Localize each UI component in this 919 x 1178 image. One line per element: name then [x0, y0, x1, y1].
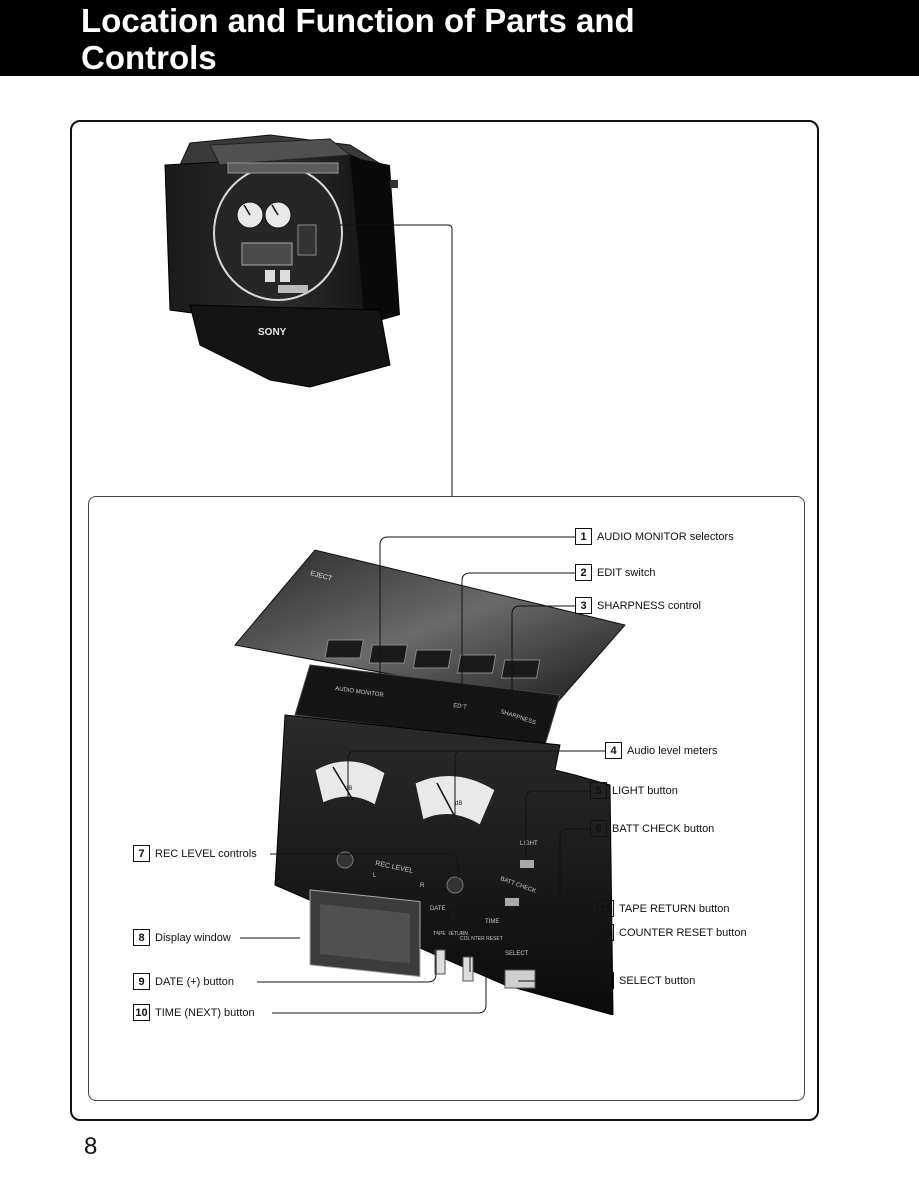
callout-number: 9: [133, 973, 150, 990]
callout-audio-monitor-selectors: 1 AUDIO MONITOR selectors: [575, 528, 734, 545]
callout-label: SHARPNESS control: [597, 600, 701, 612]
callout-label: SELECT button: [619, 975, 695, 987]
callout-number: 11: [597, 900, 614, 917]
callout-counter-reset-button: 12 COUNTER RESET button: [597, 924, 747, 941]
callout-date-button: 9 DATE (+) button: [133, 973, 234, 990]
callout-tape-return-button: 11 TAPE RETURN button: [597, 900, 729, 917]
callout-label: EDIT switch: [597, 567, 655, 579]
callout-number: 2: [575, 564, 592, 581]
callout-number: 3: [575, 597, 592, 614]
callout-edit-switch: 2 EDIT switch: [575, 564, 655, 581]
callout-number: 12: [597, 924, 614, 941]
callout-number: 8: [133, 929, 150, 946]
callout-label: BATT CHECK button: [612, 823, 714, 835]
callout-label: Audio level meters: [627, 745, 718, 757]
callout-label: Display window: [155, 932, 231, 944]
callout-number: 10: [133, 1004, 150, 1021]
callout-label: TIME (NEXT) button: [155, 1007, 255, 1019]
callout-sharpness-control: 3 SHARPNESS control: [575, 597, 701, 614]
callout-audio-level-meters: 4 Audio level meters: [605, 742, 718, 759]
callout-rec-level-controls: 7 REC LEVEL controls: [133, 845, 257, 862]
callout-display-window: 8 Display window: [133, 929, 231, 946]
callout-number: 5: [590, 782, 607, 799]
callout-select-button: 13 SELECT button: [597, 972, 695, 989]
callout-label: AUDIO MONITOR selectors: [597, 531, 734, 543]
callout-time-next-button: 10 TIME (NEXT) button: [133, 1004, 255, 1021]
callout-label: DATE (+) button: [155, 976, 234, 988]
callout-label: COUNTER RESET button: [619, 927, 747, 939]
callout-label: TAPE RETURN button: [619, 903, 729, 915]
callout-number: 13: [597, 972, 614, 989]
callout-light-button: 5 LIGHT button: [590, 782, 678, 799]
page-number: 8: [84, 1133, 97, 1161]
callout-number: 7: [133, 845, 150, 862]
callout-number: 6: [590, 820, 607, 837]
callout-batt-check-button: 6 BATT CHECK button: [590, 820, 714, 837]
callout-number: 4: [605, 742, 622, 759]
callout-label: REC LEVEL controls: [155, 848, 257, 860]
callout-label: LIGHT button: [612, 785, 678, 797]
callout-number: 1: [575, 528, 592, 545]
